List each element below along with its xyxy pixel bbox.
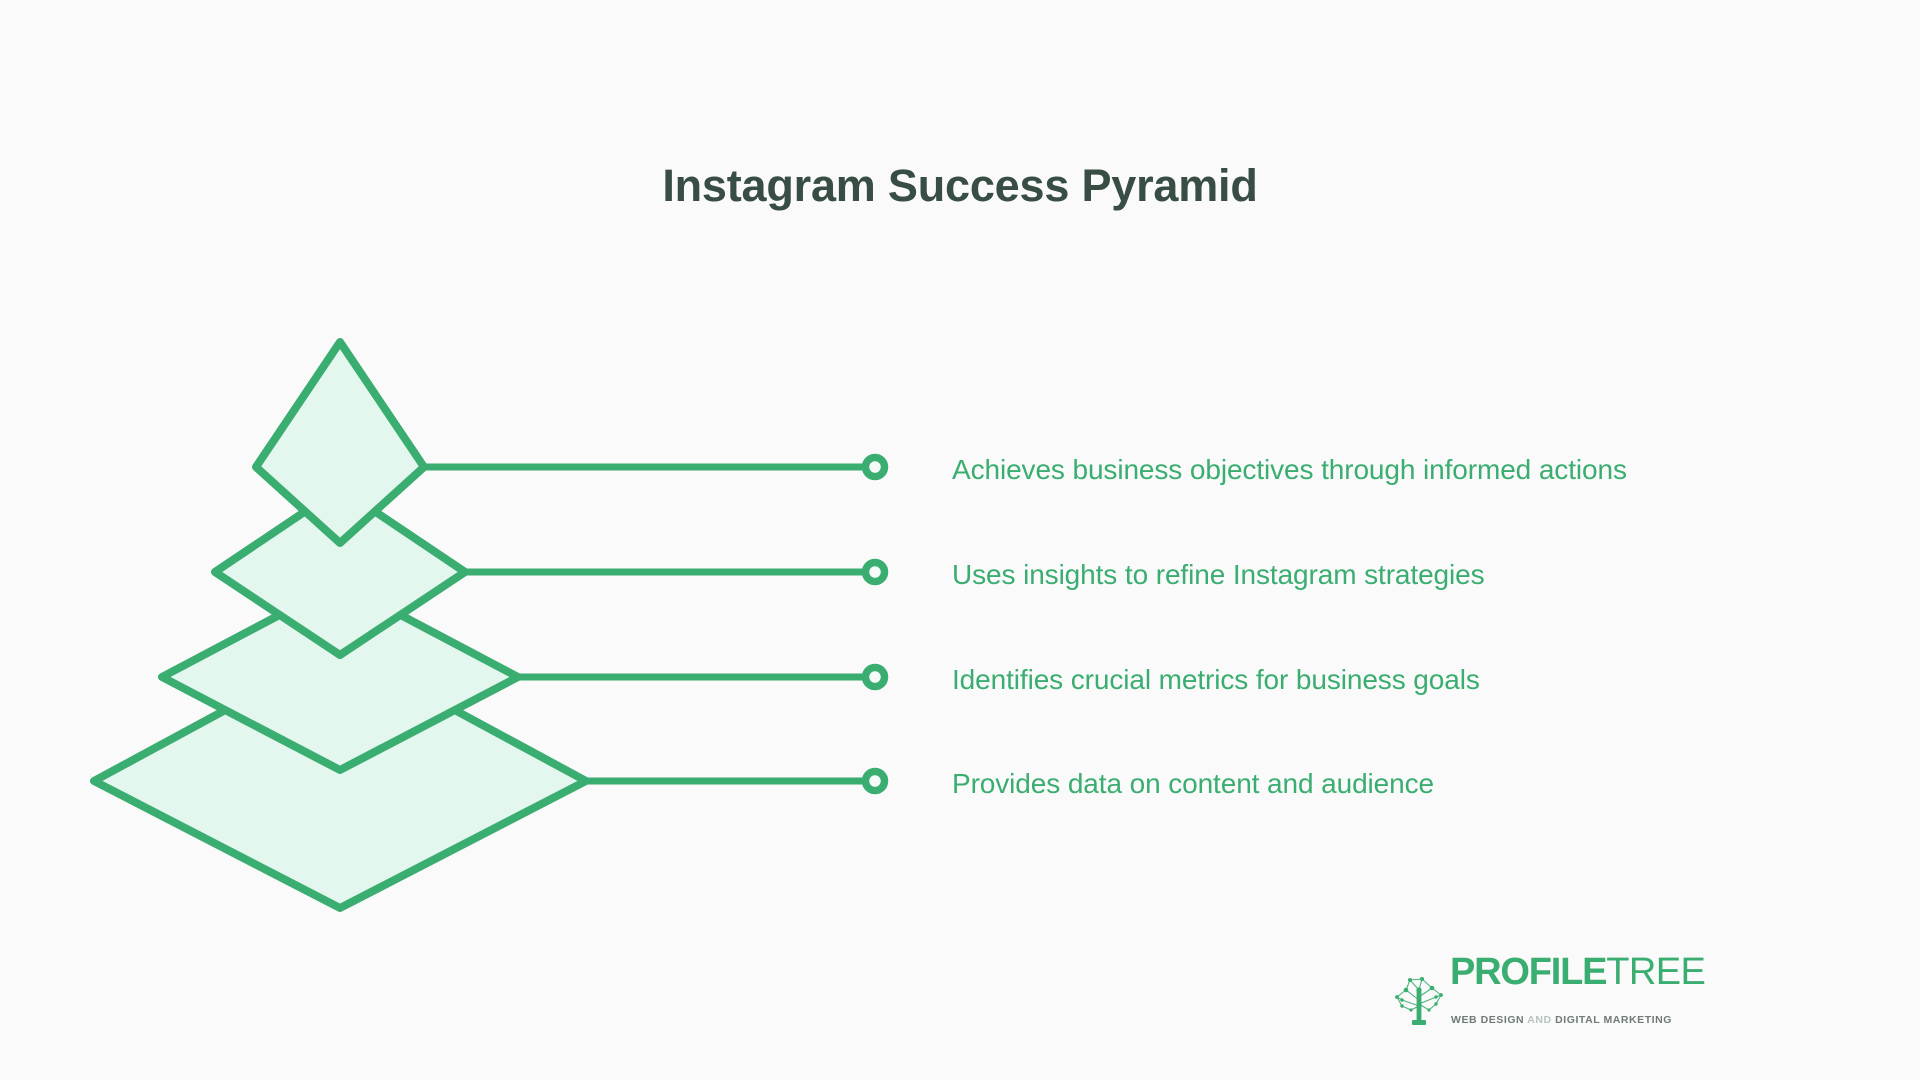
logo-tagline-part-1: WEB DESIGN	[1451, 1014, 1528, 1026]
page-title: Instagram Success Pyramid	[662, 160, 1258, 211]
pyramid-label-level-3: Identifies crucial metrics for business …	[952, 664, 1480, 695]
connector-marker-2[interactable]	[861, 558, 889, 586]
pyramid-label-level-4: Provides data on content and audience	[952, 768, 1434, 799]
pyramid-level-3[interactable]	[158, 579, 522, 774]
logo-wordmark: PROFILETREE	[1450, 953, 1706, 1012]
logo-tagline-part-2: AND	[1527, 1014, 1556, 1026]
pyramid-level-4-base[interactable]	[90, 644, 590, 912]
pyramid-level-1-apex[interactable]	[252, 338, 428, 547]
tree-network-icon	[1395, 977, 1443, 1025]
connector-lines	[411, 463, 876, 785]
logo-name-light: TREE	[1606, 951, 1706, 993]
connector-marker-1[interactable]	[861, 453, 889, 481]
pyramid-level-2[interactable]	[211, 484, 469, 659]
logo-name-bold: PROFILE	[1450, 951, 1607, 993]
connector-markers	[861, 453, 889, 795]
connector-marker-3[interactable]	[861, 663, 889, 691]
connector-marker-4[interactable]	[861, 767, 889, 795]
logo-tagline-part-3: DIGITAL MARKETING	[1555, 1014, 1672, 1026]
pyramid-label-level-1: Achieves business objectives through inf…	[952, 454, 1627, 485]
profiletree-logo[interactable]: PROFILETREE WEB DESIGN AND DIGITAL MARKE…	[1388, 953, 1706, 1040]
logo-tagline: WEB DESIGN AND DIGITAL MARKETING	[1451, 1014, 1671, 1026]
pyramid-label-level-2: Uses insights to refine Instagram strate…	[952, 559, 1485, 590]
